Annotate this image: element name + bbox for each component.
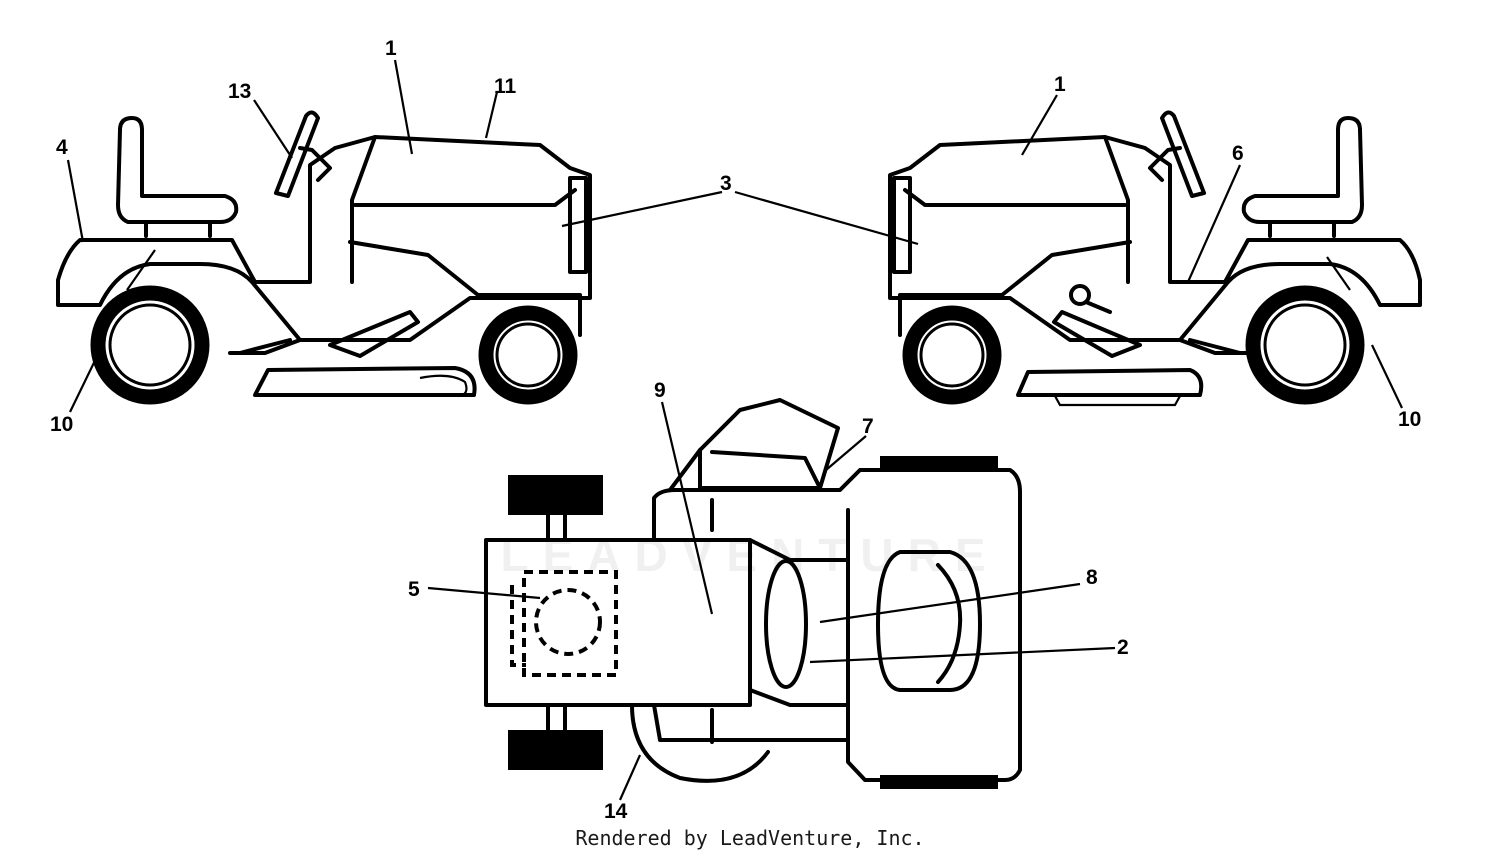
- render-credit: Rendered by LeadVenture, Inc.: [575, 826, 925, 850]
- callout-1-left: 1: [385, 37, 397, 60]
- callout-11: 11: [494, 75, 517, 98]
- callout-2: 2: [1117, 636, 1129, 659]
- callout-5: 5: [408, 578, 420, 601]
- callout-13: 13: [228, 80, 251, 103]
- callout-8: 8: [1086, 566, 1098, 589]
- callout-3: 3: [720, 172, 732, 195]
- watermark: LEADVENTURE: [500, 529, 1000, 581]
- leader-lines: [66, 59, 1403, 801]
- callout-10-right: 10: [1398, 408, 1421, 431]
- callout-6: 6: [1232, 142, 1244, 165]
- callout-10-left: 10: [50, 413, 73, 436]
- top-view: [484, 398, 1022, 789]
- callout-14: 14: [604, 800, 628, 823]
- callout-1-right: 1: [1054, 73, 1066, 96]
- left-side-view: [56, 110, 592, 405]
- callout-7: 7: [862, 415, 874, 438]
- callouts: 1 13 11 4 3 10 1 6 10 9 7 5 8 2 14: [50, 37, 1421, 823]
- right-side-view: [888, 110, 1422, 407]
- callout-9: 9: [654, 379, 666, 402]
- callout-4: 4: [56, 136, 68, 159]
